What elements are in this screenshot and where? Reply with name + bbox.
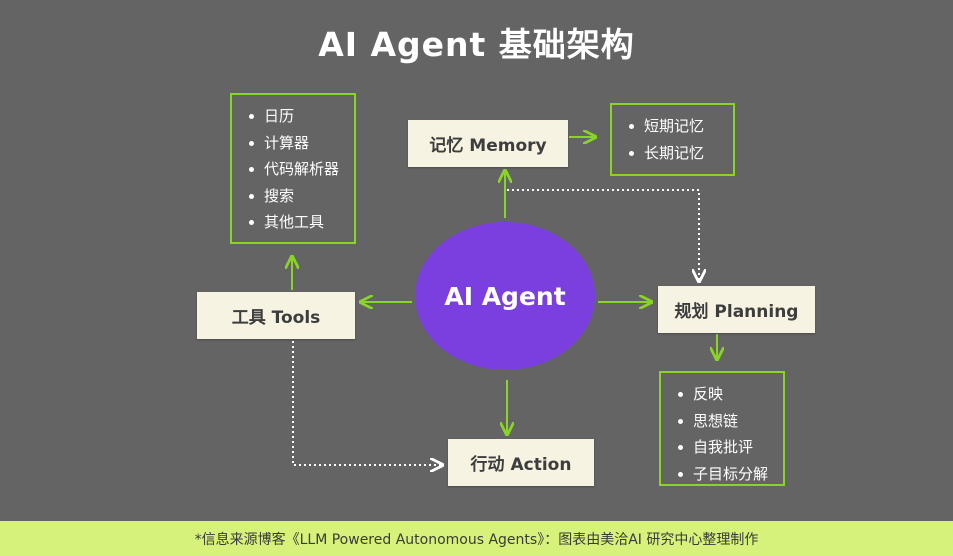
diagram-title: AI Agent 基础架构 bbox=[318, 25, 635, 64]
list-item: 代码解析器 bbox=[249, 156, 354, 183]
list-item: 长期记忆 bbox=[629, 140, 733, 167]
action-node: 行动 Action bbox=[448, 439, 594, 486]
list-item: 自我批评 bbox=[678, 434, 783, 461]
list-item: 日历 bbox=[249, 103, 354, 130]
dotted-tools-to-action bbox=[292, 341, 441, 465]
planning-list: 反映 思想链 自我批评 子目标分解 bbox=[659, 371, 785, 486]
planning-node: 规划 Planning bbox=[658, 286, 815, 333]
tools-list: 日历 计算器 代码解析器 搜索 其他工具 bbox=[230, 93, 356, 244]
ai-agent-core: AI Agent bbox=[415, 222, 595, 370]
dotted-memory-to-planning bbox=[507, 189, 699, 280]
list-item: 子目标分解 bbox=[678, 461, 783, 488]
list-item: 反映 bbox=[678, 381, 783, 408]
list-item: 短期记忆 bbox=[629, 113, 733, 140]
list-item: 其他工具 bbox=[249, 209, 354, 236]
source-footer: *信息来源博客《LLM Powered Autonomous Agents》：图… bbox=[0, 521, 953, 556]
list-item: 计算器 bbox=[249, 130, 354, 157]
list-item: 搜索 bbox=[249, 183, 354, 210]
memory-list: 短期记忆 长期记忆 bbox=[610, 103, 735, 176]
tools-node: 工具 Tools bbox=[197, 292, 355, 339]
list-item: 思想链 bbox=[678, 408, 783, 435]
memory-node: 记忆 Memory bbox=[408, 120, 568, 167]
